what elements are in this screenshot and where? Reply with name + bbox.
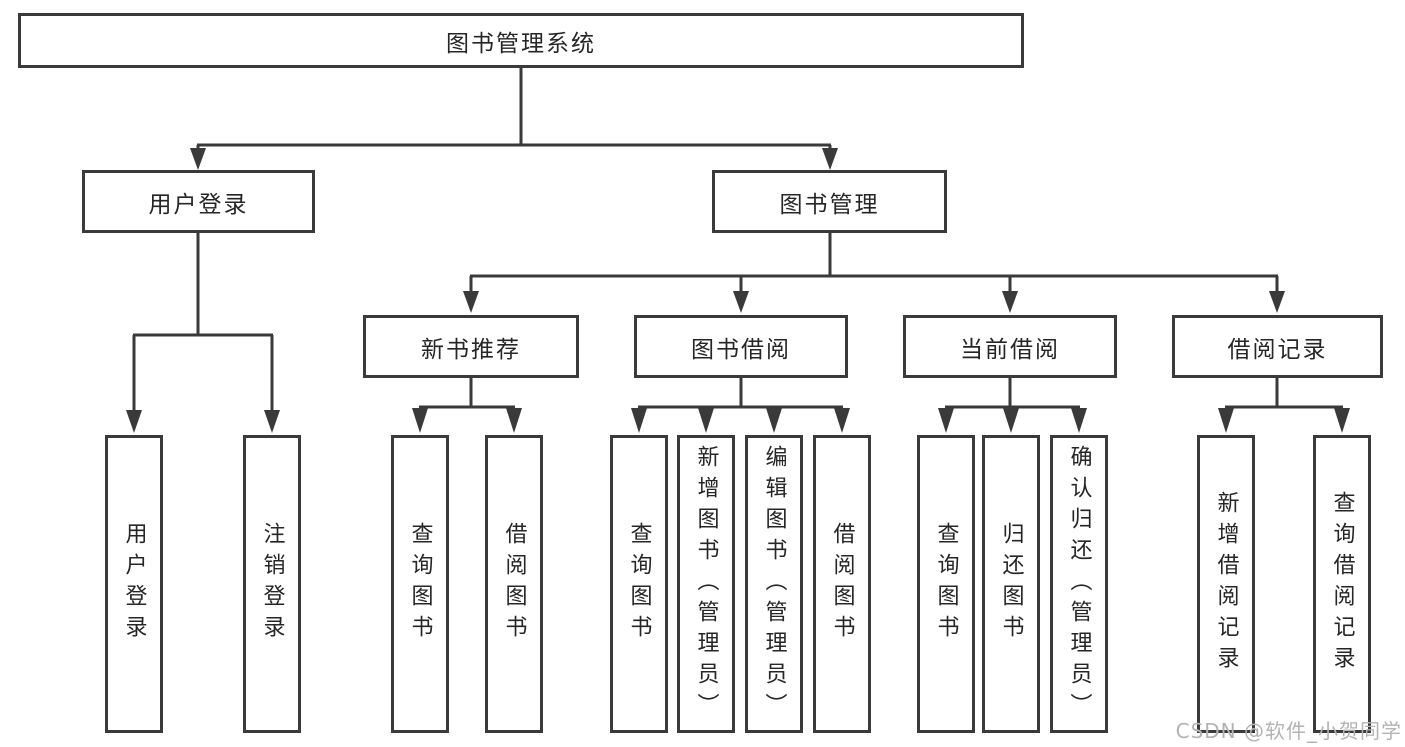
connector-arrow-down-icon <box>698 408 714 433</box>
leaf-br-add-borrow-record: 新增借阅记录 <box>1197 435 1255 733</box>
leaf-label: 新增图书（管理员） <box>693 444 719 724</box>
connector-arrow-down-icon <box>1071 408 1087 433</box>
leaf-label: 归还图书 <box>998 522 1024 646</box>
connector-arrow-down-icon <box>1269 291 1285 313</box>
connector-book-borrowing-split <box>631 378 850 433</box>
leaf-br-query-borrow-record: 查询借阅记录 <box>1313 435 1371 733</box>
leaf-label: 新增借阅记录 <box>1213 491 1239 677</box>
connector-new-book-split <box>412 378 522 433</box>
leaf-bb-borrow-book: 借阅图书 <box>813 435 871 733</box>
leaf-user-login-login: 用户登录 <box>105 435 163 733</box>
connector-user-login-split <box>126 233 280 433</box>
connector-arrow-down-icon <box>1002 291 1018 313</box>
leaf-label: 查询图书 <box>407 522 433 646</box>
connector-arrow-down-icon <box>631 408 647 433</box>
connector-arrow-down-icon <box>834 408 850 433</box>
leaf-label: 用户登录 <box>121 522 147 646</box>
connector-arrow-down-icon <box>733 291 749 313</box>
leaf-label: 借阅图书 <box>829 522 855 646</box>
leaf-cb-confirm-return-admin: 确认归还（管理员） <box>1050 435 1108 733</box>
leaf-label: 查询图书 <box>933 522 959 646</box>
connector-book-management-split <box>463 233 1285 313</box>
node-book-borrowing: 图书借阅 <box>634 315 848 378</box>
node-new-book-recommendation: 新书推荐 <box>363 315 579 378</box>
node-current-borrowing: 当前借阅 <box>903 315 1117 378</box>
leaf-cb-query-book: 查询图书 <box>917 435 975 733</box>
leaf-label: 借阅图书 <box>501 522 527 646</box>
leaf-label: 编辑图书（管理员） <box>761 444 787 724</box>
leaf-bb-add-book-admin: 新增图书（管理员） <box>677 435 735 733</box>
connector-root-split <box>190 68 838 170</box>
leaf-cb-return-book: 归还图书 <box>982 435 1040 733</box>
connector-arrow-down-icon <box>506 408 522 433</box>
connector-arrow-down-icon <box>1218 408 1234 433</box>
leaf-bb-edit-book-admin: 编辑图书（管理员） <box>745 435 803 733</box>
node-root-system: 图书管理系统 <box>18 13 1024 68</box>
leaf-label: 确认归还（管理员） <box>1066 444 1092 724</box>
leaf-bb-query-book: 查询图书 <box>610 435 668 733</box>
leaf-label: 注销登录 <box>259 522 285 646</box>
leaf-user-login-logout: 注销登录 <box>243 435 301 733</box>
connector-arrow-down-icon <box>1334 408 1350 433</box>
node-user-login: 用户登录 <box>82 170 315 233</box>
connector-arrow-down-icon <box>766 408 782 433</box>
connector-arrow-down-icon <box>938 408 954 433</box>
connector-arrow-down-icon <box>190 148 206 170</box>
node-borrowing-records: 借阅记录 <box>1172 315 1383 378</box>
leaf-nbr-query-book: 查询图书 <box>391 435 449 733</box>
connector-arrow-down-icon <box>822 148 838 170</box>
leaf-nbr-borrow-book: 借阅图书 <box>485 435 543 733</box>
connector-borrowing-records-split <box>1218 378 1350 433</box>
leaf-label: 查询图书 <box>626 522 652 646</box>
connector-arrow-down-icon <box>463 291 479 313</box>
leaf-label: 查询借阅记录 <box>1329 491 1355 677</box>
connector-arrow-down-icon <box>412 408 428 433</box>
connector-arrow-down-icon <box>126 410 142 433</box>
node-book-management: 图书管理 <box>712 170 947 233</box>
connector-arrow-down-icon <box>1003 408 1019 433</box>
watermark: CSDN @软件_小贺同学 <box>1175 719 1402 743</box>
connector-arrow-down-icon <box>264 410 280 433</box>
connector-current-borrowing-split <box>938 378 1087 433</box>
